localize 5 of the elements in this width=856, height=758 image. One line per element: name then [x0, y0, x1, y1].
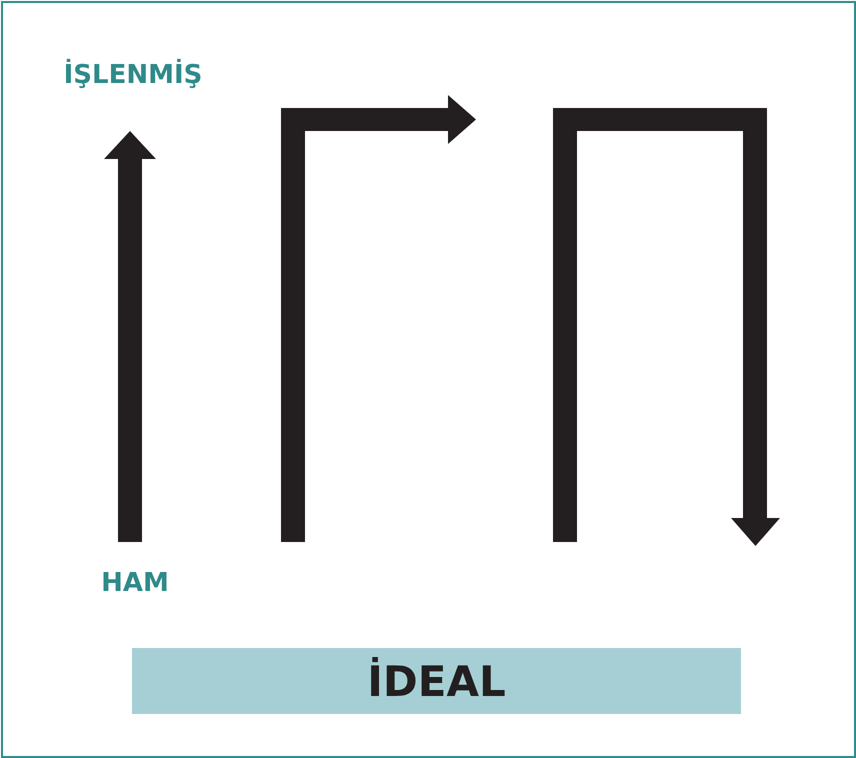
band-label: İDEAL: [367, 656, 506, 706]
arrow: [104, 131, 156, 542]
stage-label: HAM: [101, 568, 169, 598]
title-band: [132, 648, 741, 714]
stage-label: İŞLENMİŞ: [64, 60, 202, 90]
